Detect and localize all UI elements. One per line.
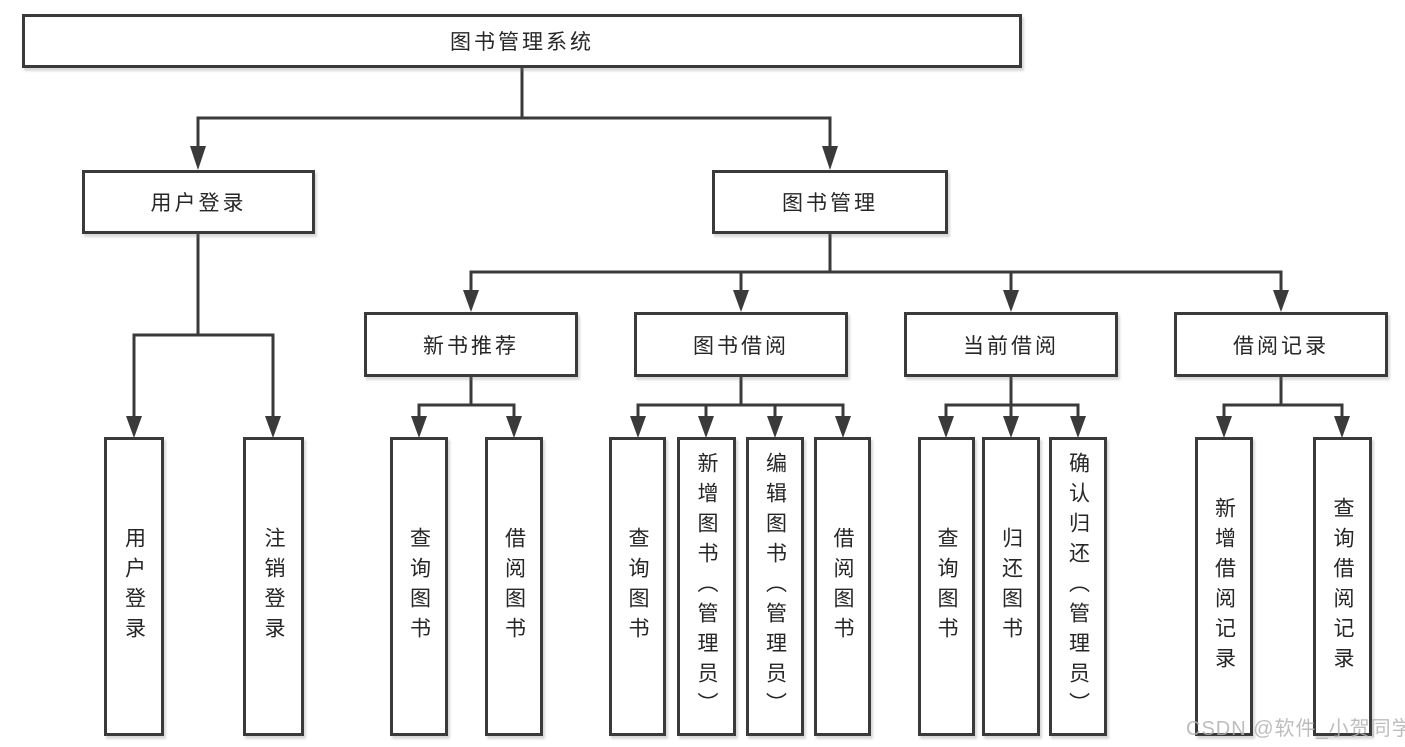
leaf-bb-query-books-label: 查询图书 (626, 526, 649, 647)
leaf-rec-query-books: 查询图书 (390, 437, 448, 736)
node-user-login-label: 用户登录 (150, 192, 247, 215)
leaf-logout: 注销登录 (243, 437, 304, 736)
arrowhead (1273, 290, 1289, 312)
csdn-watermark: CSDN @软件_小贺同学 (1186, 718, 1405, 740)
leaf-br-add-record-label: 新增借阅记录 (1212, 496, 1236, 677)
node-current-borrow-label: 当前借阅 (963, 334, 1059, 358)
arrowhead (1003, 416, 1019, 438)
leaf-cb-confirm-return-admin: 确认归还（管理员） (1049, 437, 1107, 736)
leaf-cb-query-books-label: 查询图书 (935, 526, 958, 647)
arrowhead (1334, 416, 1350, 438)
node-book-management-label: 图书管理 (782, 192, 878, 215)
leaf-cb-confirm-return-admin-label: 确认归还（管理员） (1066, 451, 1090, 722)
leaf-bb-edit-books-admin: 编辑图书（管理员） (746, 437, 804, 736)
arrowheads (126, 146, 1350, 438)
arrowhead (1003, 290, 1019, 312)
leaf-logout-label: 注销登录 (262, 526, 285, 647)
leaf-cb-query-books: 查询图书 (918, 437, 975, 736)
node-borrow-records: 借阅记录 (1174, 312, 1388, 377)
leaf-bb-edit-books-admin-label: 编辑图书（管理员） (763, 451, 787, 722)
node-user-login: 用户登录 (82, 170, 315, 234)
leaf-bb-add-books-admin: 新增图书（管理员） (677, 437, 736, 736)
leaf-rec-borrow-books: 借阅图书 (485, 437, 543, 736)
connector-borrow-records-children (1222, 375, 1344, 421)
node-new-book-rec: 新书推荐 (364, 312, 578, 377)
leaf-rec-borrow-books-label: 借阅图书 (502, 526, 526, 647)
arrowhead (190, 146, 206, 170)
leaf-br-query-record-label: 查询借阅记录 (1331, 496, 1354, 677)
node-new-book-rec-label: 新书推荐 (423, 334, 519, 358)
leaf-user-login: 用户登录 (104, 437, 164, 736)
arrowhead (767, 416, 783, 438)
node-book-borrow-label: 图书借阅 (693, 334, 789, 358)
arrowhead (835, 416, 851, 438)
node-book-borrow: 图书借阅 (634, 312, 848, 377)
arrowhead (265, 416, 281, 438)
arrowhead (733, 290, 749, 312)
leaf-rec-query-books-label: 查询图书 (407, 526, 431, 647)
connector-current-borrow-children (944, 375, 1080, 421)
arrowhead (411, 416, 427, 438)
leaf-bb-query-books: 查询图书 (609, 437, 666, 736)
arrowhead (1070, 416, 1086, 438)
arrowhead (938, 416, 954, 438)
leaf-bb-borrow-books-label: 借阅图书 (831, 526, 854, 647)
connector-lines (132, 66, 1344, 421)
node-root-label: 图书管理系统 (450, 31, 594, 54)
connector-book-management-children (469, 232, 1283, 294)
connector-root-to-level2 (196, 66, 832, 150)
arrowhead (506, 416, 522, 438)
arrowhead (630, 416, 646, 438)
leaf-cb-return-books-label: 归还图书 (999, 526, 1023, 647)
arrowhead (463, 290, 479, 312)
arrowhead (126, 416, 142, 438)
node-book-management: 图书管理 (712, 170, 948, 234)
arrowhead (1216, 416, 1232, 438)
node-current-borrow: 当前借阅 (904, 312, 1118, 377)
leaf-user-login-label: 用户登录 (122, 526, 146, 647)
leaf-br-query-record: 查询借阅记录 (1313, 437, 1372, 736)
connector-new-book-rec-children (417, 375, 516, 421)
node-borrow-records-label: 借阅记录 (1233, 334, 1329, 358)
leaf-br-add-record: 新增借阅记录 (1195, 437, 1253, 736)
arrowhead (822, 146, 838, 170)
node-root: 图书管理系统 (22, 14, 1022, 68)
leaf-bb-add-books-admin-label: 新增图书（管理员） (695, 451, 718, 722)
connector-user-login-children (132, 232, 275, 421)
arrowhead (698, 416, 714, 438)
leaf-bb-borrow-books: 借阅图书 (814, 437, 871, 736)
connector-book-borrow-children (636, 375, 845, 421)
leaf-cb-return-books: 归还图书 (982, 437, 1040, 736)
